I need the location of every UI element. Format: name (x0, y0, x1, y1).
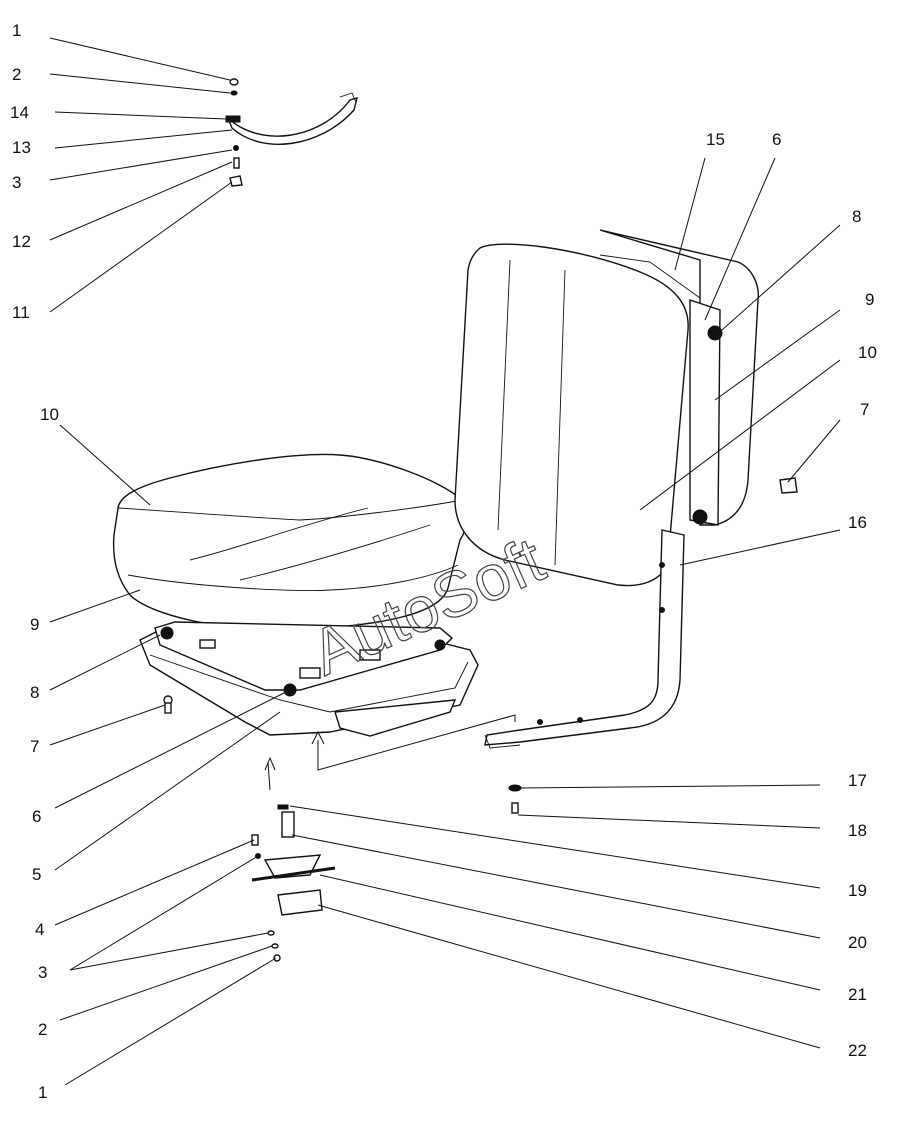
callout-2-top: 2 (12, 65, 21, 84)
callout-11: 11 (12, 303, 30, 322)
callout-13: 13 (12, 138, 31, 157)
callout-7-left: 7 (30, 737, 39, 756)
callout-labels: 1 2 14 13 3 12 11 10 9 8 7 6 5 4 3 2 1 1… (10, 21, 877, 1102)
top-strap-assembly (225, 78, 358, 187)
backrest (454, 229, 759, 587)
callout-16: 16 (848, 513, 867, 532)
callout-17: 17 (848, 771, 867, 790)
callout-6-left: 6 (32, 807, 41, 826)
callout-10-right: 10 (858, 343, 877, 362)
callout-2-bottom: 2 (38, 1020, 47, 1039)
callout-22: 22 (848, 1041, 867, 1060)
callout-6-right: 6 (772, 130, 781, 149)
callout-10-left: 10 (40, 405, 59, 424)
leader-lines (49, 37, 841, 1086)
callout-12: 12 (12, 232, 31, 251)
callout-8-right: 8 (852, 207, 861, 226)
callout-1-bottom: 1 (38, 1083, 47, 1102)
support-bracket (484, 529, 685, 749)
callout-9-right: 9 (865, 290, 874, 309)
callout-9-left: 9 (30, 615, 39, 634)
callout-1-top: 1 (12, 21, 21, 40)
callout-15: 15 (706, 130, 725, 149)
callout-19: 19 (848, 881, 867, 900)
callout-21: 21 (848, 985, 867, 1004)
seat-frame (139, 621, 479, 737)
assembly-arrow (317, 714, 516, 771)
callout-4: 4 (35, 920, 44, 939)
callout-20: 20 (848, 933, 867, 952)
callout-3-top: 3 (12, 173, 21, 192)
callout-14: 14 (10, 103, 29, 122)
callout-8-left: 8 (30, 683, 39, 702)
callout-5: 5 (32, 865, 41, 884)
callout-18: 18 (848, 821, 867, 840)
callout-7-right: 7 (860, 400, 869, 419)
callout-3-bottom: 3 (38, 963, 47, 982)
